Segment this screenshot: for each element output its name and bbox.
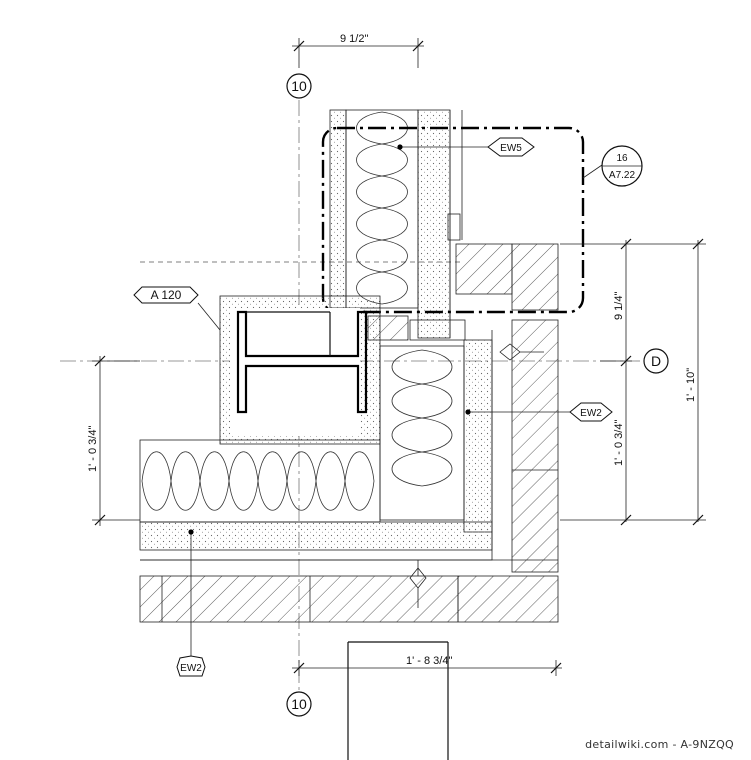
detail-callout-number: 16 [616,153,628,164]
bottom-brick [139,575,559,623]
dim-right-upper-label: 9 1/4" [613,292,625,320]
dim-bottom-label: 1' - 8 3/4" [406,655,452,667]
steel-column [219,295,381,445]
svg-text:A 120: A 120 [151,288,182,302]
dim-top-label: 9 1/2" [340,33,368,45]
wall-tie-bottom [409,560,427,608]
upper-brick [455,243,513,295]
dim-left [92,355,140,526]
svg-text:EW2: EW2 [180,663,202,674]
svg-text:EW5: EW5 [500,143,522,154]
svg-text:D: D [651,353,661,369]
dim-bottom [292,660,562,676]
grid-bubble-right: D [643,348,669,374]
watermark: detailwiki.com - A-9NZQQ [585,738,734,751]
detail-boundary [321,126,585,314]
grid-bubble-bottom: 10 [286,691,312,717]
dim-right-lower-label: 1' - 0 3/4" [613,420,625,466]
wall-tag-ew2-right: EW2 [465,402,613,422]
upper-brick-right [511,243,559,311]
grid-bubble-top: 10 [286,73,312,99]
wall-tag-ew5: EW5 [397,137,535,157]
wall-tag-ew2-bottom: EW2 [176,529,206,677]
svg-text:10: 10 [291,78,307,94]
bottom-wall-ew2 [139,439,493,551]
svg-text:10: 10 [291,696,307,712]
svg-text:EW2: EW2 [580,408,602,419]
detail-callout-sheet: A7.22 [609,170,636,181]
dim-right-overall-label: 1' - 10" [685,368,697,402]
detail-callout-16: 16 A7.22 [582,145,643,187]
dim-right [560,238,706,526]
upper-wall-ew5 [329,109,463,339]
dim-top [292,38,424,68]
dim-left-label: 1' - 0 3/4" [87,426,99,472]
wall-tie-right [499,343,544,361]
callout-a120: A 120 [133,286,221,331]
